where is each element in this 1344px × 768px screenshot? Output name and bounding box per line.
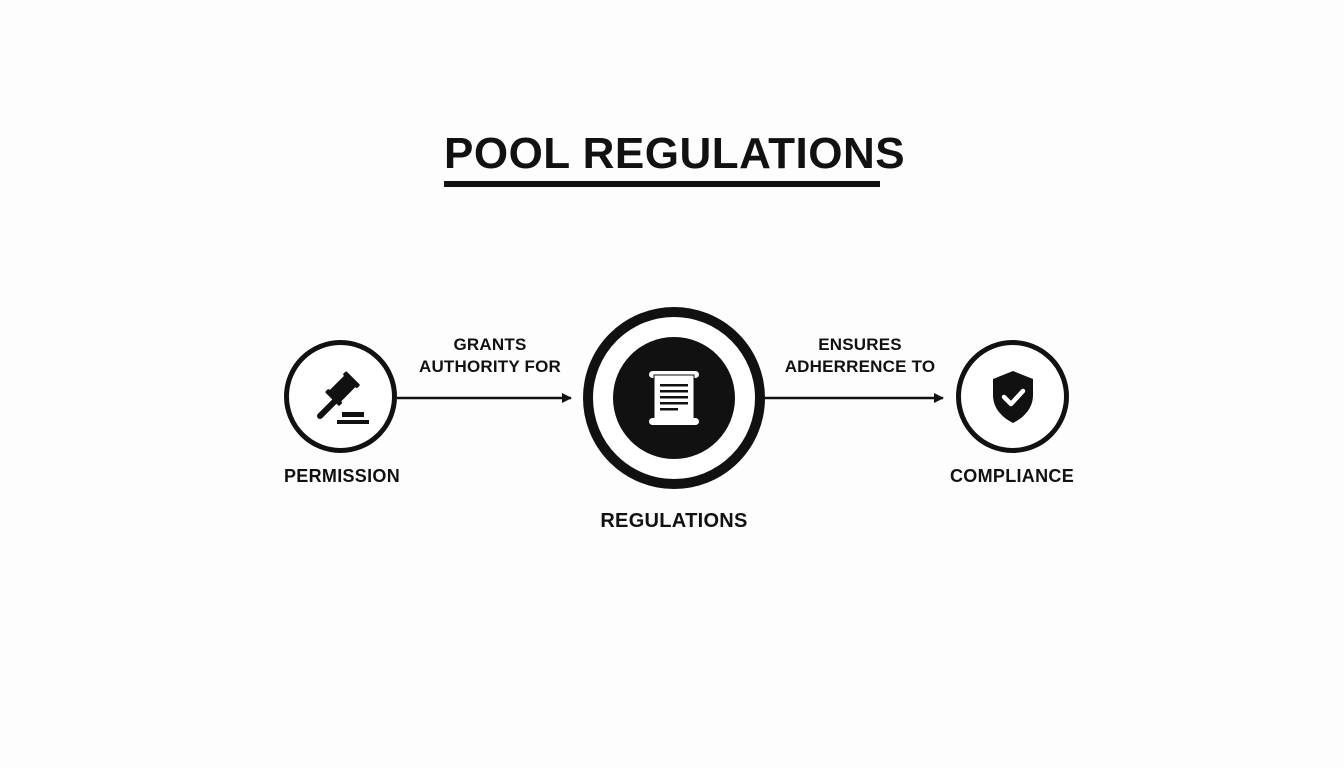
node-regulations-inner <box>613 337 735 459</box>
node-compliance <box>956 340 1069 453</box>
scroll-document-icon <box>649 371 699 425</box>
edge-label-ensures-adherence: ENSURES ADHERRENCE TO <box>770 334 950 378</box>
node-label-permission: PERMISSION <box>283 466 401 486</box>
edge-label-line: ADHERRENCE TO <box>784 357 936 376</box>
edge-label-line: AUTHORITY FOR <box>418 357 562 376</box>
node-regulations <box>583 307 765 489</box>
shield-check-icon <box>992 370 1033 423</box>
node-label-regulations: REGULATIONS <box>600 510 748 532</box>
edge-label-line: GRANTS <box>453 335 527 354</box>
title-underline <box>444 181 880 187</box>
node-label-compliance: COMPLIANCE <box>950 466 1074 486</box>
edge-label-grants-authority: GRANTS AUTHORITY FOR <box>400 334 580 378</box>
gavel-icon <box>316 371 369 424</box>
page-title: POOL REGULATIONS <box>444 129 906 178</box>
node-permission <box>284 340 397 453</box>
edge-label-line: ENSURES <box>818 335 902 354</box>
